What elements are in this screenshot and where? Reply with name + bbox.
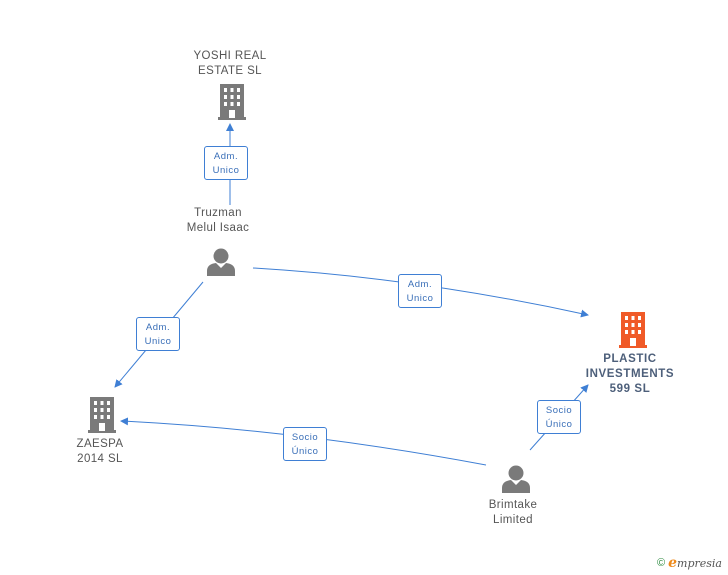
person-icon[interactable] [501, 465, 531, 493]
edge-label-truzman-zaespa[interactable]: Adm. Unico [136, 317, 180, 351]
edge-label-brimtake-plastic[interactable]: Socio Único [537, 400, 581, 434]
brand-logo-text: mpresia [677, 557, 722, 570]
building-icon[interactable] [218, 84, 246, 120]
edge-label-line: Adm. [407, 279, 433, 290]
node-label-line: INVESTMENTS [585, 368, 675, 380]
edge-label-line: Socio [291, 432, 319, 443]
node-label-line: 599 SL [609, 383, 651, 395]
edge-label-brimtake-zaespa[interactable]: Socio Único [283, 427, 327, 461]
person-icon[interactable] [206, 248, 236, 276]
node-label-line: Limited [493, 514, 533, 526]
node-label-yoshi: YOSHI REAL ESTATE SL [193, 49, 266, 79]
node-label-zaespa: ZAESPA 2014 SL [77, 437, 124, 467]
node-label-line: Truzman [194, 207, 242, 219]
edge-label-truzman-plastic[interactable]: Adm. Unico [398, 274, 442, 308]
brand-logo-initial: e [668, 555, 678, 571]
node-label-line: ESTATE SL [198, 65, 262, 77]
node-label-line: 2014 SL [77, 453, 123, 465]
edge-label-line: Adm. [145, 322, 171, 333]
edge-label-line: Unico [406, 293, 434, 304]
building-icon[interactable] [88, 397, 116, 433]
node-label-brimtake: Brimtake Limited [489, 498, 538, 528]
footer-attribution: © empresia [657, 555, 722, 571]
edge-label-truzman-yoshi[interactable]: Adm. Unico [204, 146, 248, 180]
edge-label-line: Adm. [213, 151, 239, 162]
node-label-line: ZAESPA [76, 438, 124, 450]
node-label-line: PLASTIC [603, 353, 657, 365]
edge-label-line: Único [545, 419, 573, 430]
node-label-truzman: Truzman Melul Isaac [187, 206, 250, 236]
edge-label-line: Unico [212, 165, 240, 176]
node-label-plastic: PLASTIC INVESTMENTS 599 SL [586, 352, 674, 397]
edge-label-line: Socio [545, 405, 573, 416]
node-label-line: Melul Isaac [186, 222, 250, 234]
node-label-line: Brimtake [488, 499, 538, 511]
brand-logo[interactable]: empresia [668, 555, 722, 571]
node-label-line: YOSHI REAL [193, 50, 267, 62]
copyright-icon: © [657, 557, 666, 569]
building-icon[interactable] [618, 312, 648, 348]
edge-label-line: Unico [144, 336, 172, 347]
edge-label-line: Único [291, 446, 319, 457]
